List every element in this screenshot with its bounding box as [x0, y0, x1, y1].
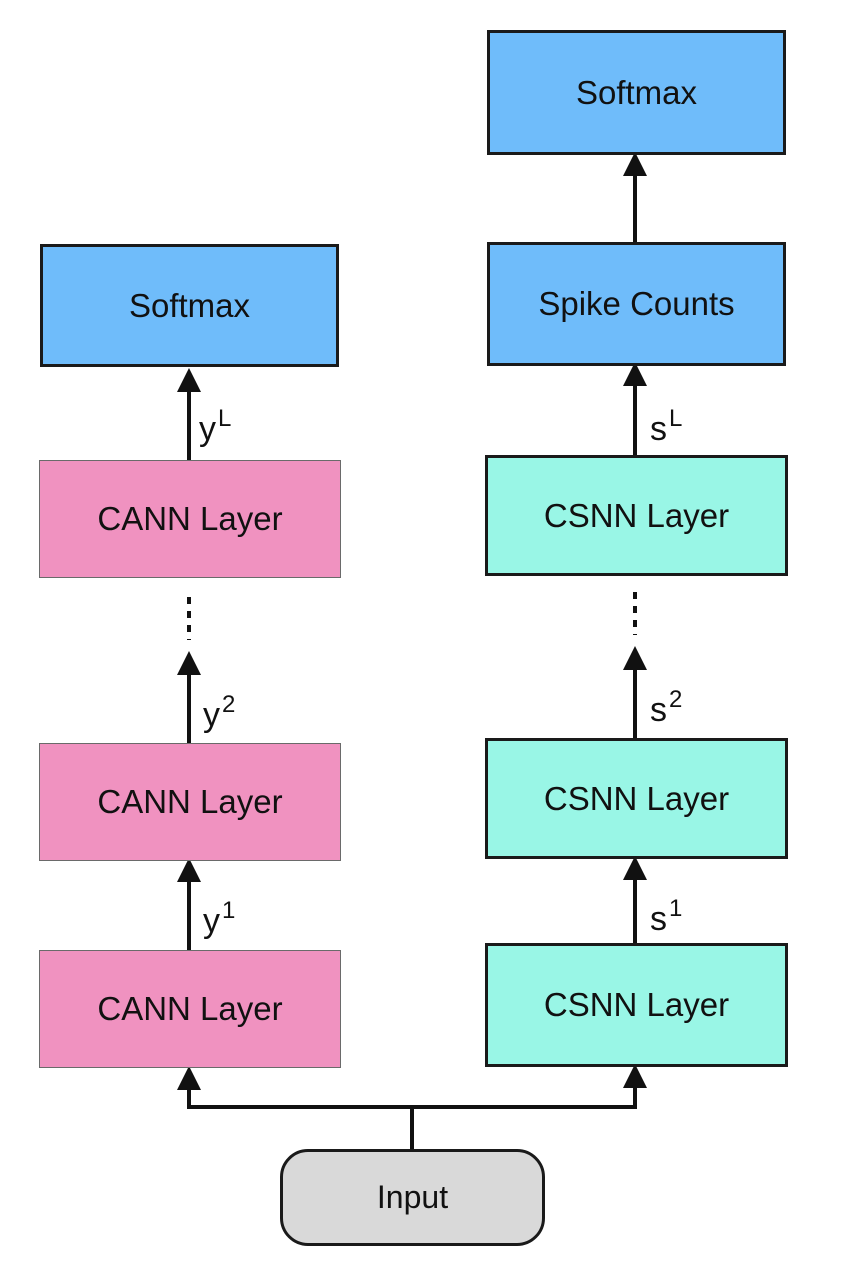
- input-box: Input: [280, 1149, 545, 1246]
- label-y-L: yL: [199, 405, 232, 448]
- label-s-1: s1: [650, 895, 683, 938]
- right-csnn-layer-bottom: CSNN Layer: [485, 943, 788, 1067]
- input-label: Input: [376, 1179, 449, 1215]
- left-cann-layer-bottom-label: CANN Layer: [97, 990, 283, 1027]
- spike-counts-box: Spike Counts: [487, 242, 786, 366]
- left-cann-layer-top: CANN Layer: [39, 460, 341, 578]
- label-y-2: y2: [203, 691, 236, 734]
- right-csnn-layer-mid-label: CSNN Layer: [543, 779, 730, 817]
- left-cann-layer-top-label: CANN Layer: [97, 500, 283, 537]
- label-y-1: y1: [203, 897, 236, 940]
- right-softmax-label: Softmax: [575, 73, 698, 111]
- left-cann-layer-mid-label: CANN Layer: [97, 783, 283, 820]
- left-cann-layer-bottom: CANN Layer: [39, 950, 341, 1068]
- right-softmax-box: Softmax: [487, 30, 786, 155]
- right-csnn-layer-top-label: CSNN Layer: [543, 496, 730, 534]
- right-csnn-layer-top: CSNN Layer: [485, 455, 788, 576]
- label-s-L: sL: [650, 405, 683, 448]
- left-softmax-label: Softmax: [128, 286, 251, 324]
- label-s-2: s2: [650, 686, 683, 729]
- left-softmax-box: Softmax: [40, 244, 339, 367]
- spike-counts-label: Spike Counts: [538, 285, 735, 322]
- right-csnn-layer-mid: CSNN Layer: [485, 738, 788, 859]
- right-csnn-layer-bottom-label: CSNN Layer: [543, 986, 730, 1023]
- left-cann-layer-mid: CANN Layer: [39, 743, 341, 861]
